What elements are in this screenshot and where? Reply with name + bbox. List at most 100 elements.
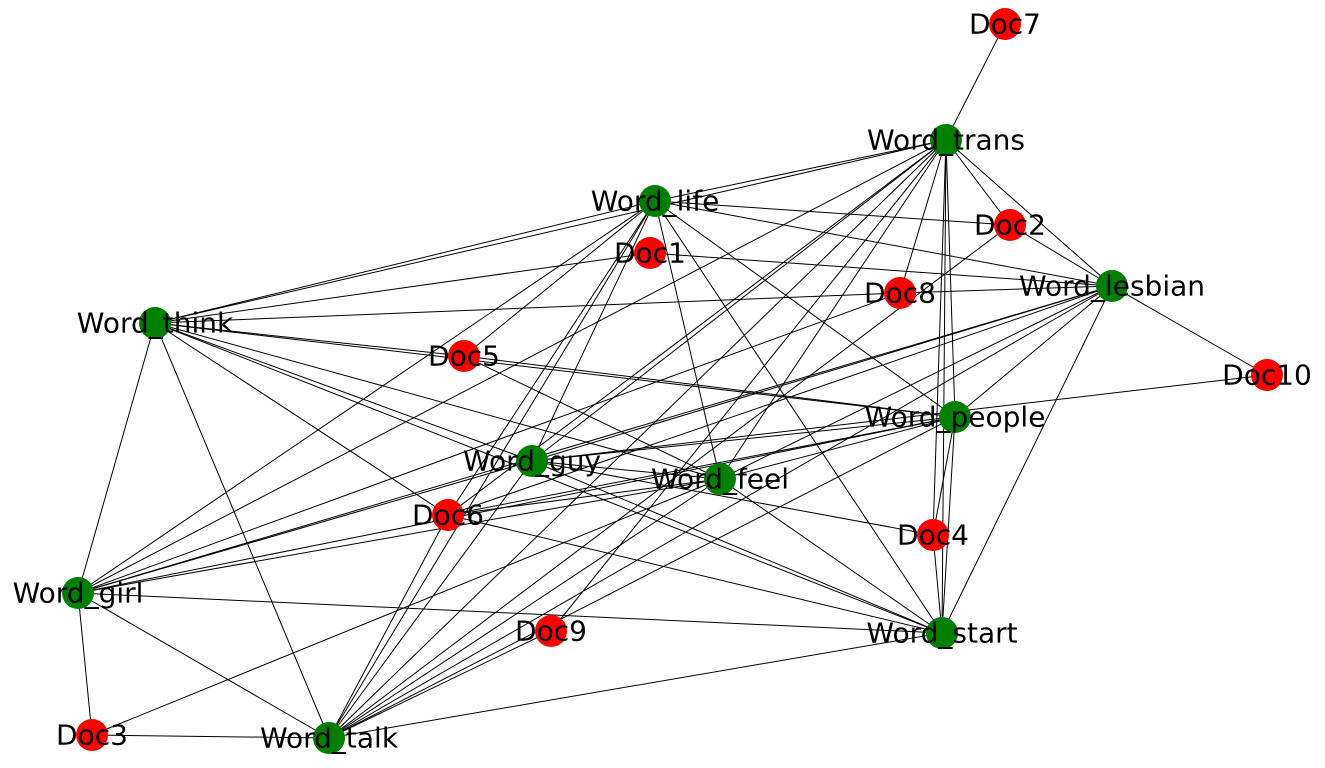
node-doc5	[448, 340, 480, 372]
node-word-guy	[516, 445, 548, 477]
edge-word-girl-word-start	[77, 592, 943, 634]
edge-word-lesbian-doc6	[447, 285, 1113, 516]
edge-word-trans-doc8	[899, 139, 947, 294]
edge-doc10-word-guy	[531, 374, 1268, 462]
edge-doc1-word-lesbian	[649, 252, 1113, 287]
edges-layer	[77, 23, 1268, 739]
node-label-word-think: Word_think	[77, 307, 234, 340]
node-label-word-start: Word_start	[866, 617, 1017, 650]
node-word-girl	[62, 577, 94, 609]
node-label-word-trans: Word_trans	[867, 124, 1025, 157]
node-label-word-girl: Word_girl	[13, 577, 144, 610]
edge-word-people-word-girl	[77, 416, 956, 594]
edge-doc2-word-talk	[328, 224, 1011, 739]
edge-word-think-doc5	[154, 322, 465, 357]
node-doc6	[432, 499, 464, 531]
edge-word-trans-word-lesbian	[945, 139, 1113, 287]
edge-word-think-doc6	[154, 322, 449, 516]
edge-word-think-word-girl	[77, 322, 156, 594]
node-word-start	[926, 617, 958, 649]
edge-doc6-word-start	[447, 514, 943, 634]
edge-word-feel-word-talk	[328, 478, 721, 739]
edge-doc7-word-trans	[945, 23, 1006, 141]
edge-word-life-word-think	[154, 200, 656, 324]
edge-doc1-word-think	[154, 252, 651, 324]
node-label-doc8: Doc8	[864, 277, 936, 310]
edge-word-guy-doc4	[531, 460, 934, 536]
node-word-trans	[930, 124, 962, 156]
edge-word-guy-word-feel	[531, 460, 721, 480]
node-word-people	[939, 401, 971, 433]
node-label-doc10: Doc10	[1222, 359, 1312, 392]
edge-doc5-word-people	[463, 355, 956, 418]
node-label-doc7: Doc7	[969, 8, 1041, 41]
edge-word-life-word-talk	[328, 200, 656, 739]
edge-word-girl-doc3	[77, 592, 93, 736]
node-doc4	[917, 519, 949, 551]
edge-doc4-word-start	[932, 534, 943, 634]
node-word-talk	[313, 722, 345, 754]
edge-word-life-word-guy	[531, 200, 656, 462]
node-doc9	[535, 615, 567, 647]
edge-word-feel-word-start	[719, 478, 943, 634]
edge-word-people-doc6	[447, 416, 956, 516]
edge-word-trans-word-people	[945, 139, 956, 418]
node-doc8	[884, 277, 916, 309]
edge-word-feel-doc3	[91, 478, 721, 736]
edge-doc8-word-think	[154, 292, 901, 324]
node-label-doc9: Doc9	[515, 615, 587, 648]
edge-word-guy-word-talk	[328, 460, 533, 739]
edge-word-lesbian-word-start	[941, 285, 1113, 634]
node-word-feel	[704, 463, 736, 495]
node-label-word-talk: Word_talk	[260, 722, 399, 755]
edge-doc9-word-talk	[328, 630, 552, 739]
edge-word-life-doc6	[447, 200, 656, 516]
edge-word-life-doc5	[463, 200, 656, 357]
node-label-word-guy: Word_guy	[463, 445, 601, 478]
edge-word-trans-word-guy	[531, 139, 947, 462]
node-label-doc5: Doc5	[428, 340, 500, 373]
node-doc1	[634, 237, 666, 269]
edge-word-life-word-lesbian	[654, 200, 1113, 287]
edge-doc5-word-feel	[463, 355, 721, 480]
edge-doc6-word-talk	[328, 514, 449, 739]
node-label-doc2: Doc2	[974, 209, 1046, 242]
node-label-word-people: Word_people	[865, 401, 1046, 434]
edge-word-people-word-talk	[328, 416, 956, 739]
edge-word-trans-word-life	[654, 139, 947, 202]
node-label-word-feel: Word_feel	[651, 463, 789, 496]
node-label-doc1: Doc1	[614, 237, 686, 270]
node-doc2	[994, 209, 1026, 241]
edge-word-girl-word-talk	[77, 592, 330, 739]
node-doc10	[1251, 359, 1283, 391]
node-word-life	[639, 185, 671, 217]
edge-word-think-word-guy	[154, 322, 533, 462]
edge-word-think-word-feel	[154, 322, 721, 480]
edge-word-feel-word-girl	[77, 478, 721, 594]
edge-doc8-word-girl	[77, 292, 901, 594]
nodes-layer	[62, 8, 1283, 754]
edge-word-life-doc2	[654, 200, 1011, 226]
node-label-word-life: Word_life	[591, 185, 720, 218]
edge-word-trans-doc9	[550, 139, 947, 632]
edge-word-trans-word-girl	[77, 139, 947, 594]
node-label-word-lesbian: Word_lesbian	[1019, 270, 1205, 303]
edge-word-lesbian-word-girl	[77, 285, 1113, 594]
edge-word-life-word-feel	[654, 200, 721, 480]
edge-word-life-word-people	[654, 200, 956, 418]
edge-word-think-word-start	[154, 322, 943, 634]
node-label-doc6: Doc6	[412, 499, 484, 532]
edge-word-think-word-people	[154, 322, 956, 418]
edge-word-life-word-start	[654, 200, 943, 634]
node-doc3	[76, 719, 108, 751]
edge-doc3-word-talk	[91, 734, 330, 739]
edge-word-guy-word-girl	[77, 460, 533, 594]
edge-word-people-word-feel	[719, 416, 956, 480]
edge-word-guy-word-start	[531, 460, 943, 634]
edge-word-trans-word-feel	[719, 139, 947, 480]
node-label-doc4: Doc4	[897, 519, 969, 552]
edge-word-lesbian-doc10	[1111, 285, 1268, 376]
edge-word-start-word-talk	[328, 632, 943, 739]
node-word-lesbian	[1096, 270, 1128, 302]
